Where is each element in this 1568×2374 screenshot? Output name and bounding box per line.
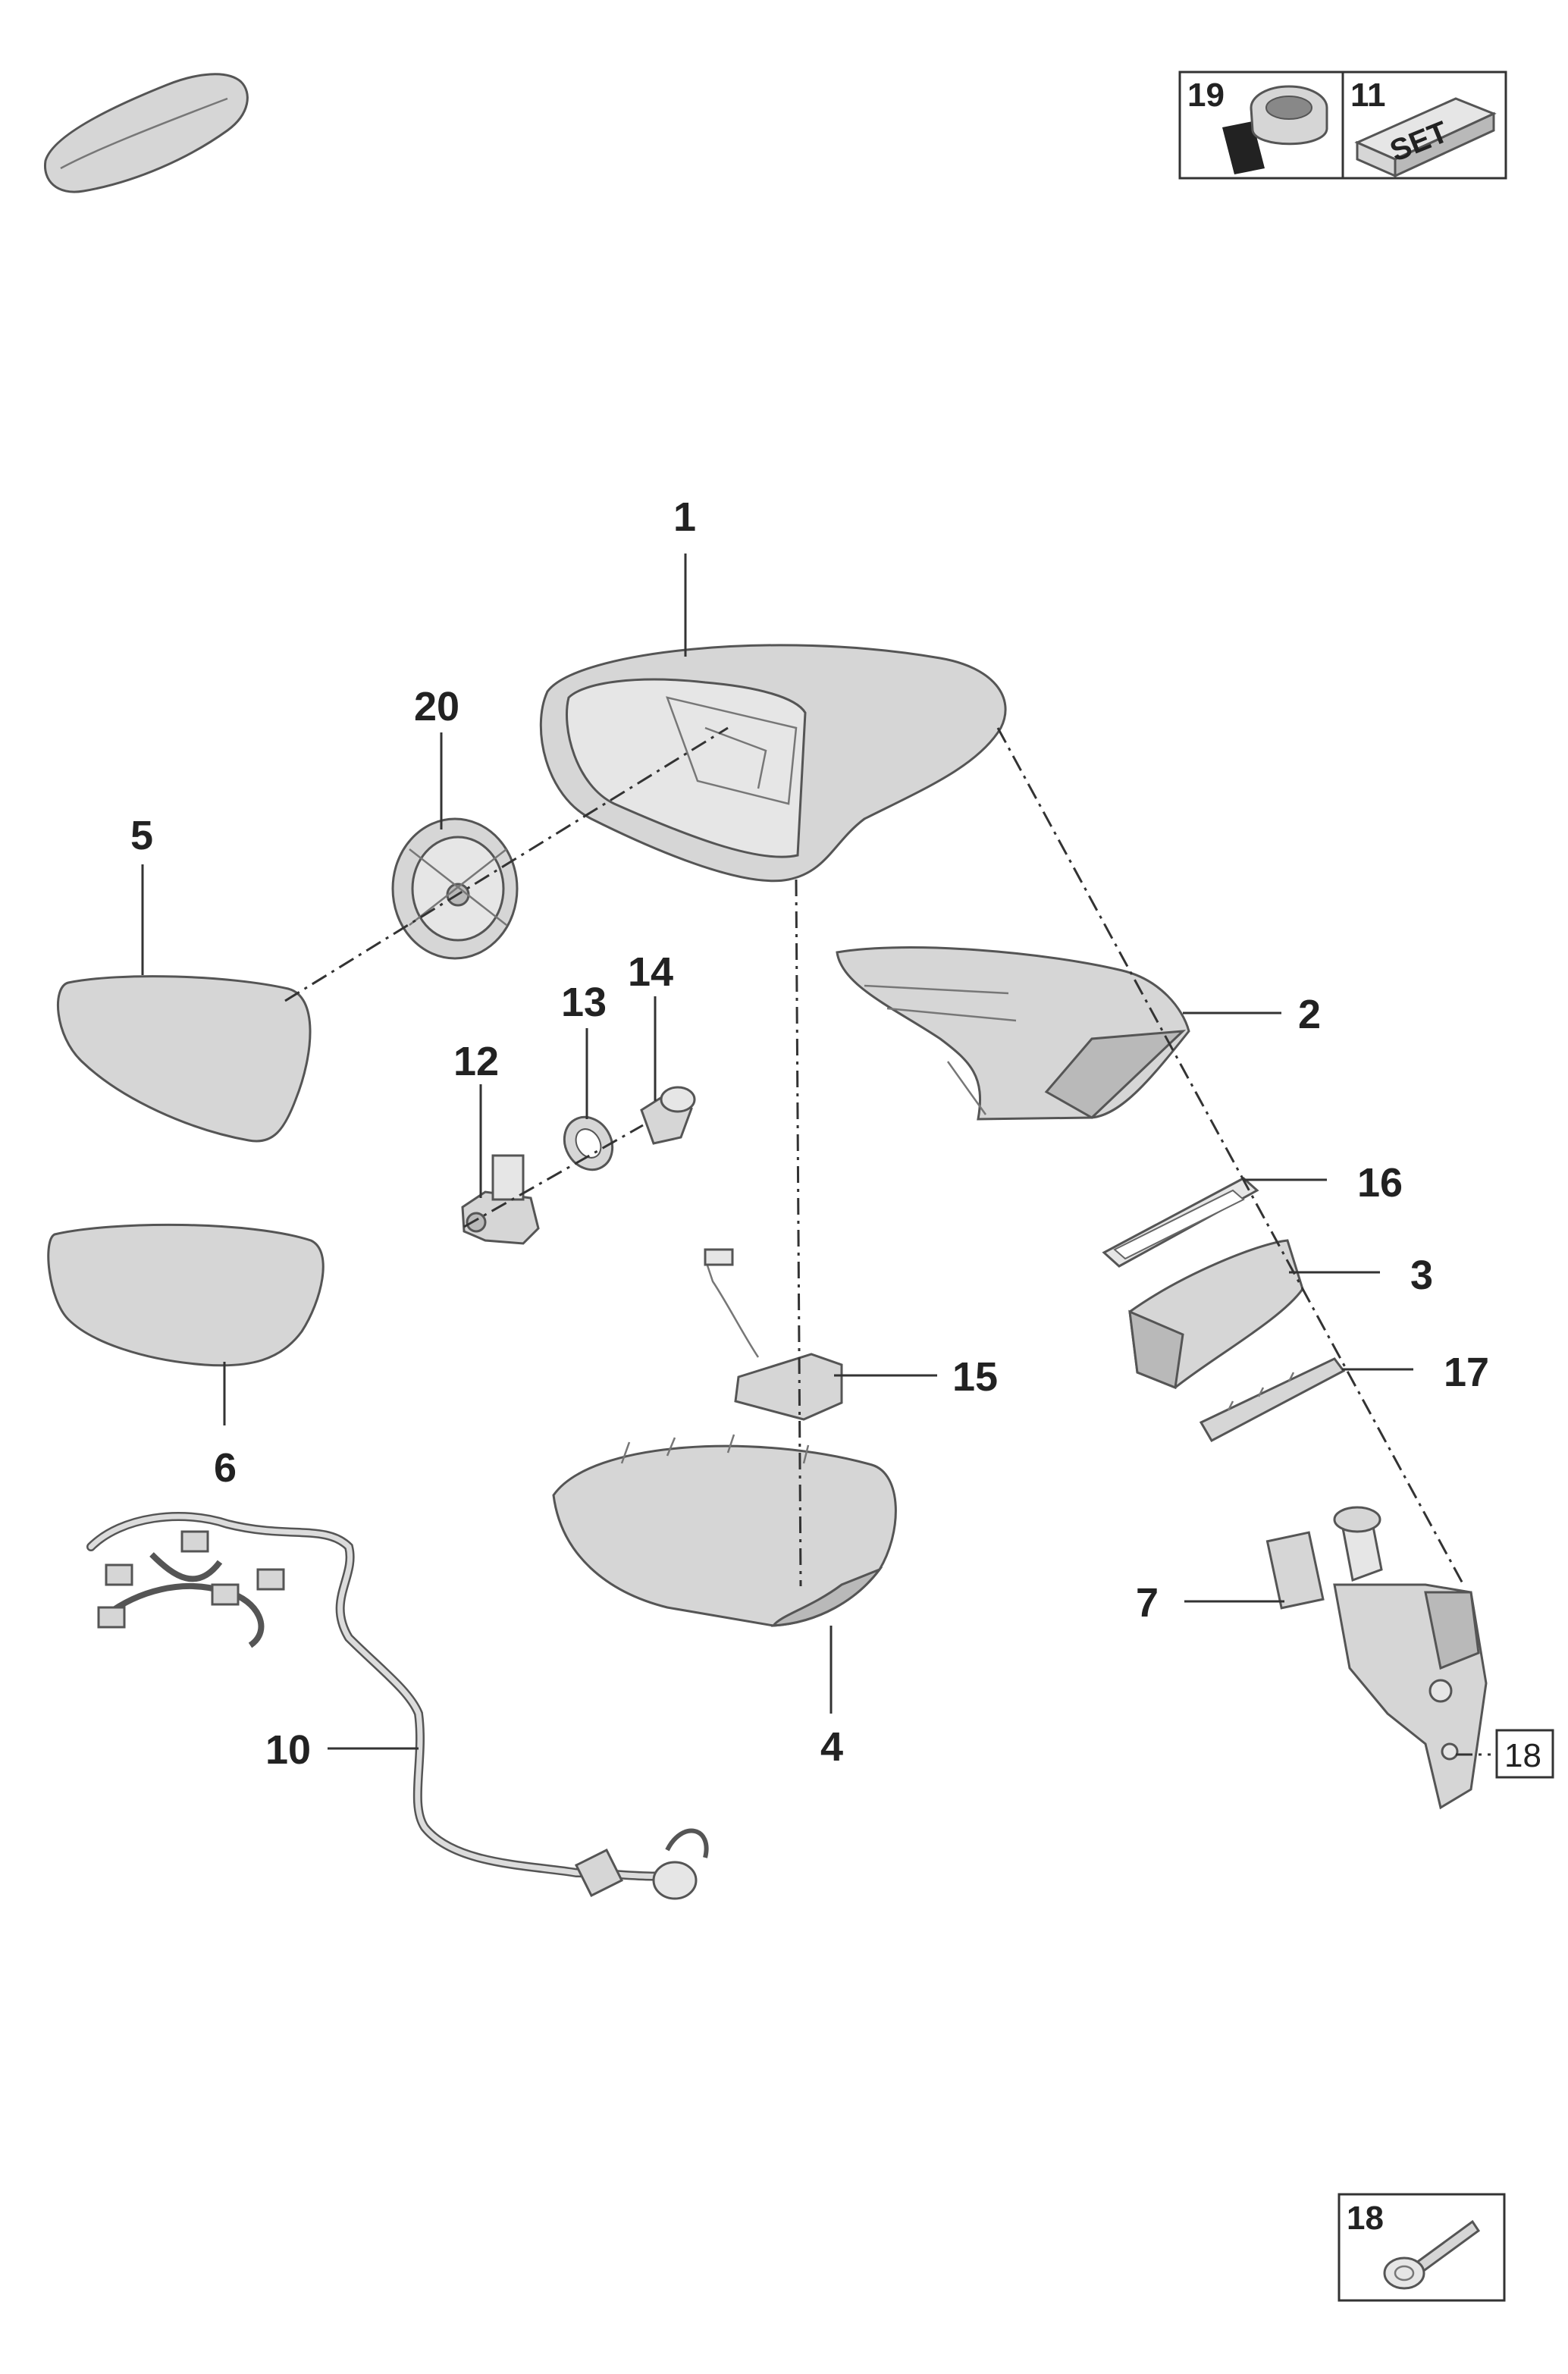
- label-part-6: 6: [214, 1445, 237, 1491]
- part-4-lower-cover: [552, 1434, 897, 1627]
- part-17-led-strip: [1199, 1357, 1346, 1442]
- assembly-lines: [284, 726, 1491, 1756]
- assembly-line-housing-to-cover: [795, 879, 802, 1587]
- label-part-13: 13: [561, 980, 607, 1025]
- part-3-turn-signal-housing: [1128, 1239, 1304, 1390]
- leader-lines: [141, 554, 1413, 1750]
- part-15-control-module: [704, 1248, 843, 1421]
- label-part-5: 5: [130, 813, 153, 858]
- assembly-line-sensor-to-lamp: [463, 1124, 644, 1228]
- label-part-1: 1: [673, 494, 696, 540]
- fastener-frame: [1338, 2193, 1506, 2302]
- legend-number-11: 11: [1350, 77, 1386, 114]
- reference-18-label: 18: [1504, 1737, 1541, 1774]
- fastener-number-18: 18: [1347, 2200, 1384, 2237]
- part-10-wiring-harness: [86, 1512, 709, 1900]
- label-part-12: 12: [453, 1039, 499, 1084]
- label-part-7: 7: [1136, 1580, 1159, 1626]
- label-part-15: 15: [952, 1354, 998, 1400]
- legend-number-19: 19: [1187, 77, 1225, 114]
- part-12-sensor: [461, 1154, 540, 1245]
- part-13-ring: [563, 1115, 614, 1171]
- part-20-adjustment-disc: [391, 817, 519, 960]
- label-part-2: 2: [1298, 992, 1321, 1037]
- label-part-3: 3: [1410, 1253, 1433, 1298]
- part-16-gasket-frame: [1102, 1177, 1259, 1268]
- reference-18-box: 18: [1495, 1729, 1554, 1779]
- label-part-17: 17: [1444, 1350, 1489, 1395]
- part-5-mirror-glass: [56, 975, 312, 1143]
- adhesive-tape-roll-icon: [1222, 85, 1328, 174]
- vehicle-silhouette-icon: [43, 73, 249, 193]
- part-14-lamp-socket: [640, 1086, 696, 1145]
- part-labels: 1 2 3 4 5 6 7 10 12 13 14 15 16 17 20: [130, 494, 1489, 1773]
- label-part-14: 14: [628, 949, 673, 995]
- assembly-line-housing-to-actuator: [996, 727, 1465, 1585]
- label-part-4: 4: [820, 1724, 843, 1770]
- assembly-line-glass-to-housing: [284, 726, 729, 1002]
- part-2-housing-base: [836, 946, 1190, 1121]
- label-part-16: 16: [1357, 1160, 1403, 1206]
- fastener-box: 18: [1338, 2193, 1506, 2302]
- label-part-10: 10: [265, 1727, 311, 1773]
- bolt-icon: [1383, 2219, 1481, 2290]
- label-part-20: 20: [414, 684, 459, 729]
- legend-box: 19 11 SET: [1178, 71, 1507, 180]
- part-1-mirror-housing: [539, 644, 1007, 883]
- part-7-folding-actuator: [1265, 1506, 1488, 1810]
- part-6-mirror-glass: [47, 1223, 325, 1367]
